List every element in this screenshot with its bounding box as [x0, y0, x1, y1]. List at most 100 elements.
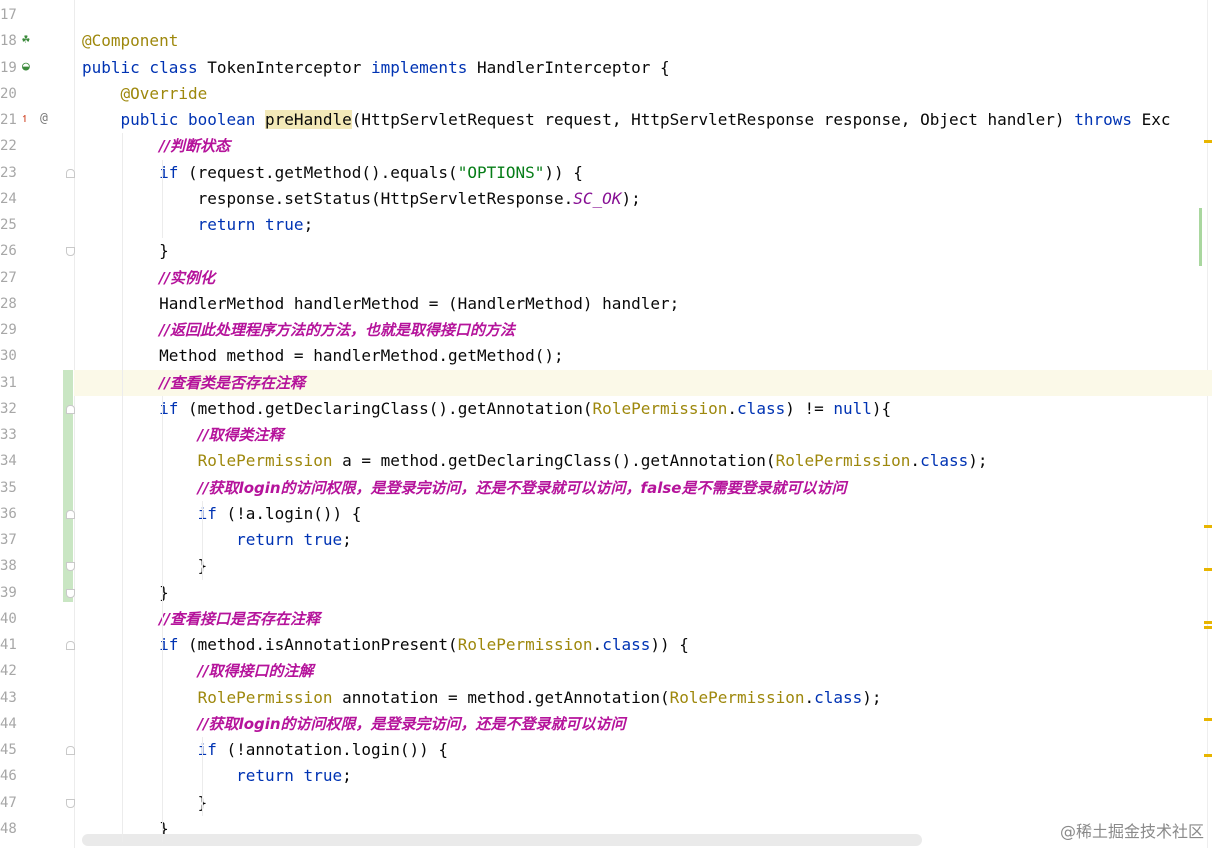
indent-guide — [162, 632, 163, 842]
code-token: Method method = handlerMethod.getMethod(… — [82, 346, 564, 366]
code-text: //查看接口是否存在注释 — [82, 606, 320, 632]
error-stripe-marker[interactable] — [1204, 140, 1212, 143]
indent-guide — [122, 133, 123, 842]
code-token: RolePermission — [592, 398, 728, 418]
code-token: SC_OK — [573, 188, 622, 208]
code-text: if (!a.login()) { — [82, 501, 362, 527]
vcs-stripe-marker[interactable] — [1199, 208, 1202, 266]
code-token: if — [159, 398, 188, 418]
code-token: ; — [342, 766, 352, 786]
line-number: 17 — [0, 7, 17, 23]
code-token: a = method.getDeclaringClass().getAnnota… — [332, 451, 776, 471]
code-token: TokenInterceptor — [207, 57, 371, 77]
code-token: public class — [82, 57, 208, 77]
line-number: 27 — [0, 269, 17, 286]
fold-collapse-icon[interactable] — [66, 798, 75, 808]
code-token: . — [592, 635, 603, 654]
fold-collapse-icon[interactable] — [66, 588, 75, 598]
error-stripe-marker[interactable] — [1204, 718, 1212, 721]
code-text: if (method.getDeclaringClass().getAnnota… — [82, 396, 891, 422]
code-line[interactable] — [74, 81, 1212, 107]
fold-collapse-icon[interactable] — [66, 562, 75, 572]
code-token — [82, 635, 159, 654]
code-token: ); — [862, 687, 882, 707]
code-token — [82, 714, 198, 733]
code-token: RolePermission — [669, 687, 805, 707]
code-text: return true; — [82, 212, 314, 238]
code-text: } — [82, 553, 208, 579]
implemented-component-icon[interactable]: ☘ — [22, 32, 30, 48]
error-stripe-marker[interactable] — [1204, 626, 1212, 629]
error-stripe-marker[interactable] — [1204, 568, 1212, 571]
code-token: null — [833, 398, 872, 418]
code-token: //获取login的访问权限，是登录完访问，还是不登录就可以访问，false是不… — [197, 478, 847, 497]
line-number: 32 — [0, 400, 17, 417]
line-number: 24 — [0, 190, 17, 207]
code-line[interactable] — [74, 553, 1212, 579]
fold-expand-icon[interactable] — [66, 404, 75, 414]
code-line[interactable] — [74, 238, 1212, 264]
code-token: if — [159, 635, 188, 654]
code-token: )) { — [544, 162, 583, 182]
error-stripe-marker[interactable] — [1204, 525, 1212, 528]
code-line[interactable] — [74, 580, 1212, 606]
line-number: 20 — [0, 85, 17, 102]
fold-expand-icon[interactable] — [66, 509, 75, 519]
fold-expand-icon[interactable] — [66, 641, 75, 650]
code-token: HandlerMethod handlerMethod = (HandlerMe… — [82, 293, 680, 313]
code-token: preHandle — [265, 110, 352, 129]
error-stripe-marker[interactable] — [1204, 754, 1212, 757]
code-line[interactable] — [74, 28, 1212, 54]
line-number: 43 — [0, 689, 17, 706]
fold-collapse-icon[interactable] — [66, 247, 75, 257]
code-token — [82, 399, 159, 418]
code-token: //取得类注释 — [197, 426, 284, 444]
fold-expand-icon[interactable] — [66, 746, 75, 755]
code-token: Exc — [1141, 110, 1171, 129]
code-line[interactable] — [74, 790, 1212, 816]
code-token — [82, 451, 198, 470]
code-token — [82, 478, 198, 497]
code-token — [82, 136, 159, 155]
code-text: //查看类是否存在注释 — [82, 370, 305, 396]
line-number: 48 — [0, 820, 17, 837]
code-token: . — [910, 451, 921, 471]
code-text: } — [82, 580, 169, 606]
line-number: 41 — [0, 637, 17, 653]
code-token — [82, 766, 236, 785]
code-token: } — [82, 556, 208, 576]
code-token: RolePermission — [457, 635, 593, 654]
line-number-gutter[interactable] — [0, 0, 75, 848]
code-text: //取得类注释 — [82, 422, 284, 448]
code-token: class — [920, 451, 969, 471]
code-token — [82, 84, 121, 103]
line-number: 40 — [0, 610, 17, 627]
line-number: 39 — [0, 584, 17, 601]
line-number: 22 — [0, 138, 17, 155]
line-number: 33 — [0, 427, 17, 443]
code-line[interactable] — [74, 369, 1212, 396]
code-token: ); — [621, 188, 641, 208]
annotation-at-icon[interactable]: @ — [40, 111, 48, 126]
vertical-scrollbar-track[interactable] — [1207, 0, 1208, 848]
code-text: if (method.isAnnotationPresent(RolePermi… — [82, 632, 689, 658]
code-line[interactable] — [74, 2, 1212, 28]
code-token: (method.isAnnotationPresent( — [187, 635, 458, 654]
error-stripe-marker[interactable] — [1204, 621, 1212, 624]
code-text: RolePermission annotation = method.getAn… — [82, 685, 882, 711]
fold-expand-icon[interactable] — [66, 168, 75, 178]
code-token — [82, 688, 198, 707]
code-line[interactable] — [74, 265, 1212, 291]
override-method-icon[interactable]: ↿ — [21, 111, 29, 126]
code-line[interactable] — [74, 133, 1212, 159]
spring-bean-icon[interactable]: ◒ — [22, 58, 30, 74]
code-text: public class TokenInterceptor implements… — [82, 55, 670, 81]
horizontal-scrollbar[interactable] — [82, 834, 922, 846]
vcs-change-marker[interactable] — [63, 369, 73, 602]
code-text: } — [82, 238, 169, 264]
line-number: 46 — [0, 768, 17, 785]
code-token: return true — [236, 766, 343, 786]
code-token: public boolean — [120, 110, 266, 129]
